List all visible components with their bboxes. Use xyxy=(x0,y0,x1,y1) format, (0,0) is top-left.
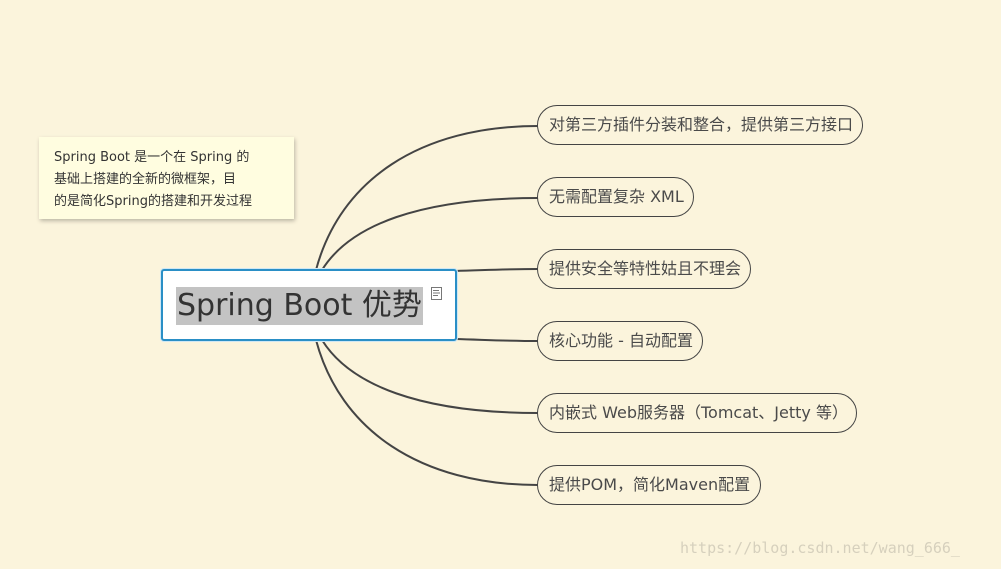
connector-1 xyxy=(315,125,539,271)
note-line-2: 基础上搭建的全新的微框架，目 xyxy=(54,172,237,187)
subtopic-5[interactable]: 内嵌式 Web服务器（Tomcat、Jetty 等） xyxy=(537,393,857,433)
connector-4 xyxy=(454,338,539,342)
note-line-1: Spring Boot 是一个在 Spring 的 xyxy=(54,150,250,165)
subtopic-1[interactable]: 对第三方插件分装和整合，提供第三方接口 xyxy=(537,105,863,145)
note-line-3: 的是简化Spring的搭建和开发过程 xyxy=(54,194,252,209)
subtopic-2[interactable]: 无需配置复杂 XML xyxy=(537,177,694,217)
subtopic-4[interactable]: 核心功能 - 自动配置 xyxy=(537,321,703,361)
watermark: https://blog.csdn.net/wang_666_ xyxy=(680,539,960,557)
connector-3 xyxy=(454,268,539,272)
connector-2 xyxy=(321,197,539,271)
central-topic-title[interactable]: Spring Boot 优势 xyxy=(176,287,423,325)
subtopic-6[interactable]: 提供POM，简化Maven配置 xyxy=(537,465,761,505)
connector-6 xyxy=(315,339,539,486)
note-icon[interactable] xyxy=(431,287,442,300)
note-callout[interactable]: Spring Boot 是一个在 Spring 的 基础上搭建的全新的微框架，目… xyxy=(39,137,294,219)
connector-5 xyxy=(321,339,539,414)
central-topic[interactable]: Spring Boot 优势 xyxy=(161,269,457,341)
subtopic-3[interactable]: 提供安全等特性姑且不理会 xyxy=(537,249,751,289)
